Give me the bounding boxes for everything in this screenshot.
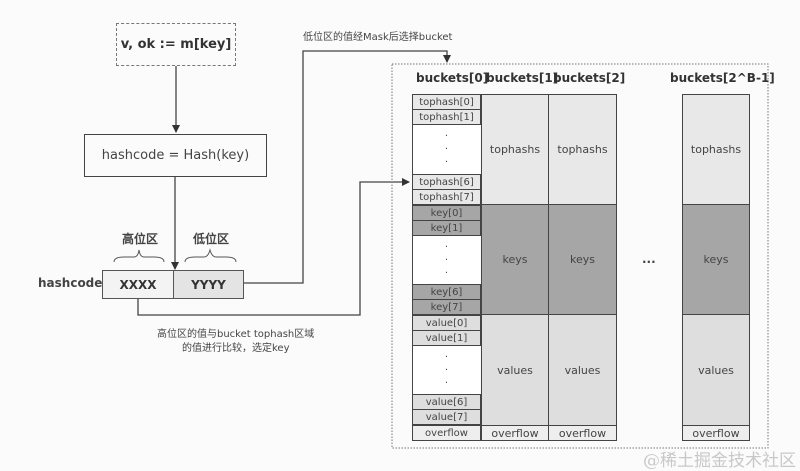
low-bits-value: YYYY [191,277,226,292]
compare-note-line1: 高位区的值与bucket tophash区域 [157,329,315,340]
overflow-pointer: overflow [682,425,750,441]
hash-function-box: hashcode = Hash(key) [84,134,267,177]
keys-region: keys [682,204,750,315]
mask-note: 低位区的值经Mask后选择bucket [303,32,453,43]
keys-region: keys [548,204,617,315]
keys-region: keys [481,204,549,315]
tophashs-region: tophashs [548,94,617,205]
hashcode-high-bits-cell: XXXX [102,270,174,299]
hashcode-low-bits-cell: YYYY [173,270,244,299]
values-region: values [481,314,549,426]
overflow-pointer: overflow [481,425,549,441]
bucket-0-border [412,94,482,441]
watermark: @稀土掘金技术社区 [643,451,796,471]
compare-note-line2: 的值进行比较，选定key [182,343,290,354]
high-bits-value: XXXX [119,277,157,292]
buckets-ellipsis: ... [642,252,656,266]
high-bits-label: 高位区 [122,232,159,246]
overflow-pointer: overflow [548,425,617,441]
value-slot: value[7] [412,409,481,425]
hash-expression: hashcode = Hash(key) [101,148,250,163]
buckets-container [391,63,769,449]
arrow-low-bits-to-buckets [244,50,451,284]
bucket-header-1: buckets[1] [486,71,559,85]
lookup-expression-box: v, ok := m[key] [116,23,236,66]
bucket-header-2: buckets[2] [553,71,626,85]
tophashs-region: tophashs [481,94,549,205]
brace-high-bits [113,249,165,263]
arrow-high-bits-to-tophash [137,178,410,316]
bucket-header-0: buckets[0] [416,71,489,85]
values-region: values [548,314,617,426]
values-region: values [682,314,750,426]
tophashs-region: tophashs [682,94,750,205]
value-gap-dots: ··· [413,346,480,394]
brace-low-bits [184,248,237,263]
hashcode-label: hashcode [38,276,103,290]
lookup-expression: v, ok := m[key] [120,37,232,52]
bucket-header-last: buckets[2^B-1] [670,71,775,85]
low-bits-label: 低位区 [193,232,230,246]
tophash-gap-dots: ··· [413,125,480,174]
key-gap-dots: ··· [413,236,480,284]
